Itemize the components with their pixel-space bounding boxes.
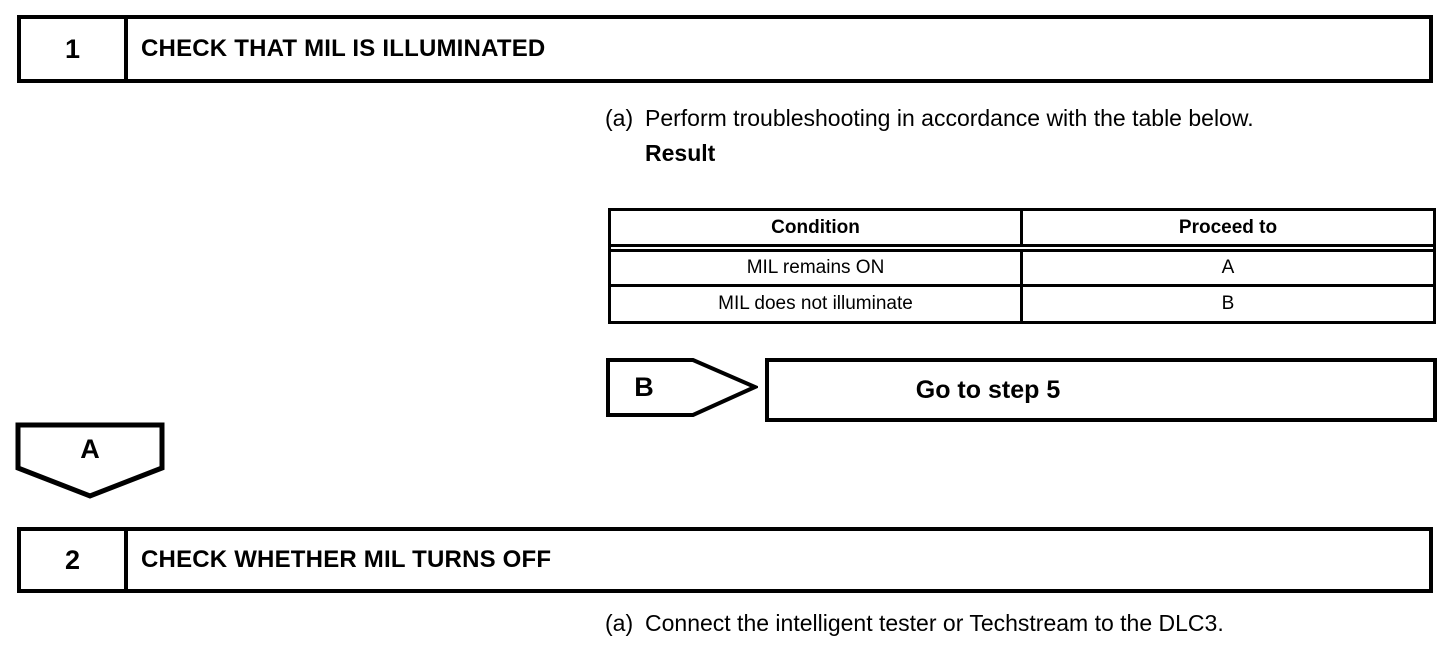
result-table-row: MIL does not illuminate B: [611, 287, 1433, 321]
step-2-instruction-text: Connect the intelligent tester or Techst…: [645, 610, 1224, 636]
result-table-header-row: Condition Proceed to: [611, 211, 1433, 252]
step-1-instruction-body: Perform troubleshooting in accordance wi…: [645, 101, 1400, 171]
result-table-cell-condition: MIL does not illuminate: [611, 287, 1023, 321]
connector-a-label: A: [80, 433, 100, 464]
goto-step-5-box: Go to step 5: [765, 358, 1437, 422]
step-1-instruction-label: (a): [605, 105, 634, 131]
result-table-header-proceed-to: Proceed to: [1178, 216, 1278, 238]
result-table-cell-condition: MIL remains ON: [611, 252, 1023, 284]
connector-a-shape-icon: [15, 422, 165, 499]
step-2-instruction: (a) Connect the intelligent tester or Te…: [605, 606, 1456, 641]
branch-b-connector: B: [606, 358, 758, 418]
branch-b-label: B: [634, 371, 654, 402]
step-1-instruction: (a) Perform troubleshooting in accordanc…: [605, 101, 1400, 171]
result-table-cell-proceed-to: A: [1221, 257, 1235, 278]
result-label: Result: [645, 140, 716, 166]
result-table-header-condition: Condition: [611, 211, 1023, 244]
step-2-header: 2 CHECK WHETHER MIL TURNS OFF: [17, 527, 1433, 593]
step-1-instruction-text: Perform troubleshooting in accordance wi…: [645, 105, 1254, 131]
step-1-header: 1 CHECK THAT MIL IS ILLUMINATED: [17, 15, 1433, 83]
result-table: Condition Proceed to MIL remains ON A MI…: [608, 208, 1436, 324]
step-1-title: CHECK THAT MIL IS ILLUMINATED: [141, 35, 546, 62]
branch-b-arrow-icon: [606, 358, 758, 417]
connector-a: A: [15, 422, 165, 500]
step-2-instruction-label: (a): [605, 610, 634, 636]
result-table-cell-proceed-to: B: [1221, 293, 1235, 314]
step-2-number: 2: [21, 531, 128, 589]
step-1-number: 1: [21, 19, 128, 79]
goto-step-5-text: Go to step 5: [915, 375, 1061, 404]
result-table-row: MIL remains ON A: [611, 252, 1433, 287]
step-2-title: CHECK WHETHER MIL TURNS OFF: [141, 546, 552, 573]
